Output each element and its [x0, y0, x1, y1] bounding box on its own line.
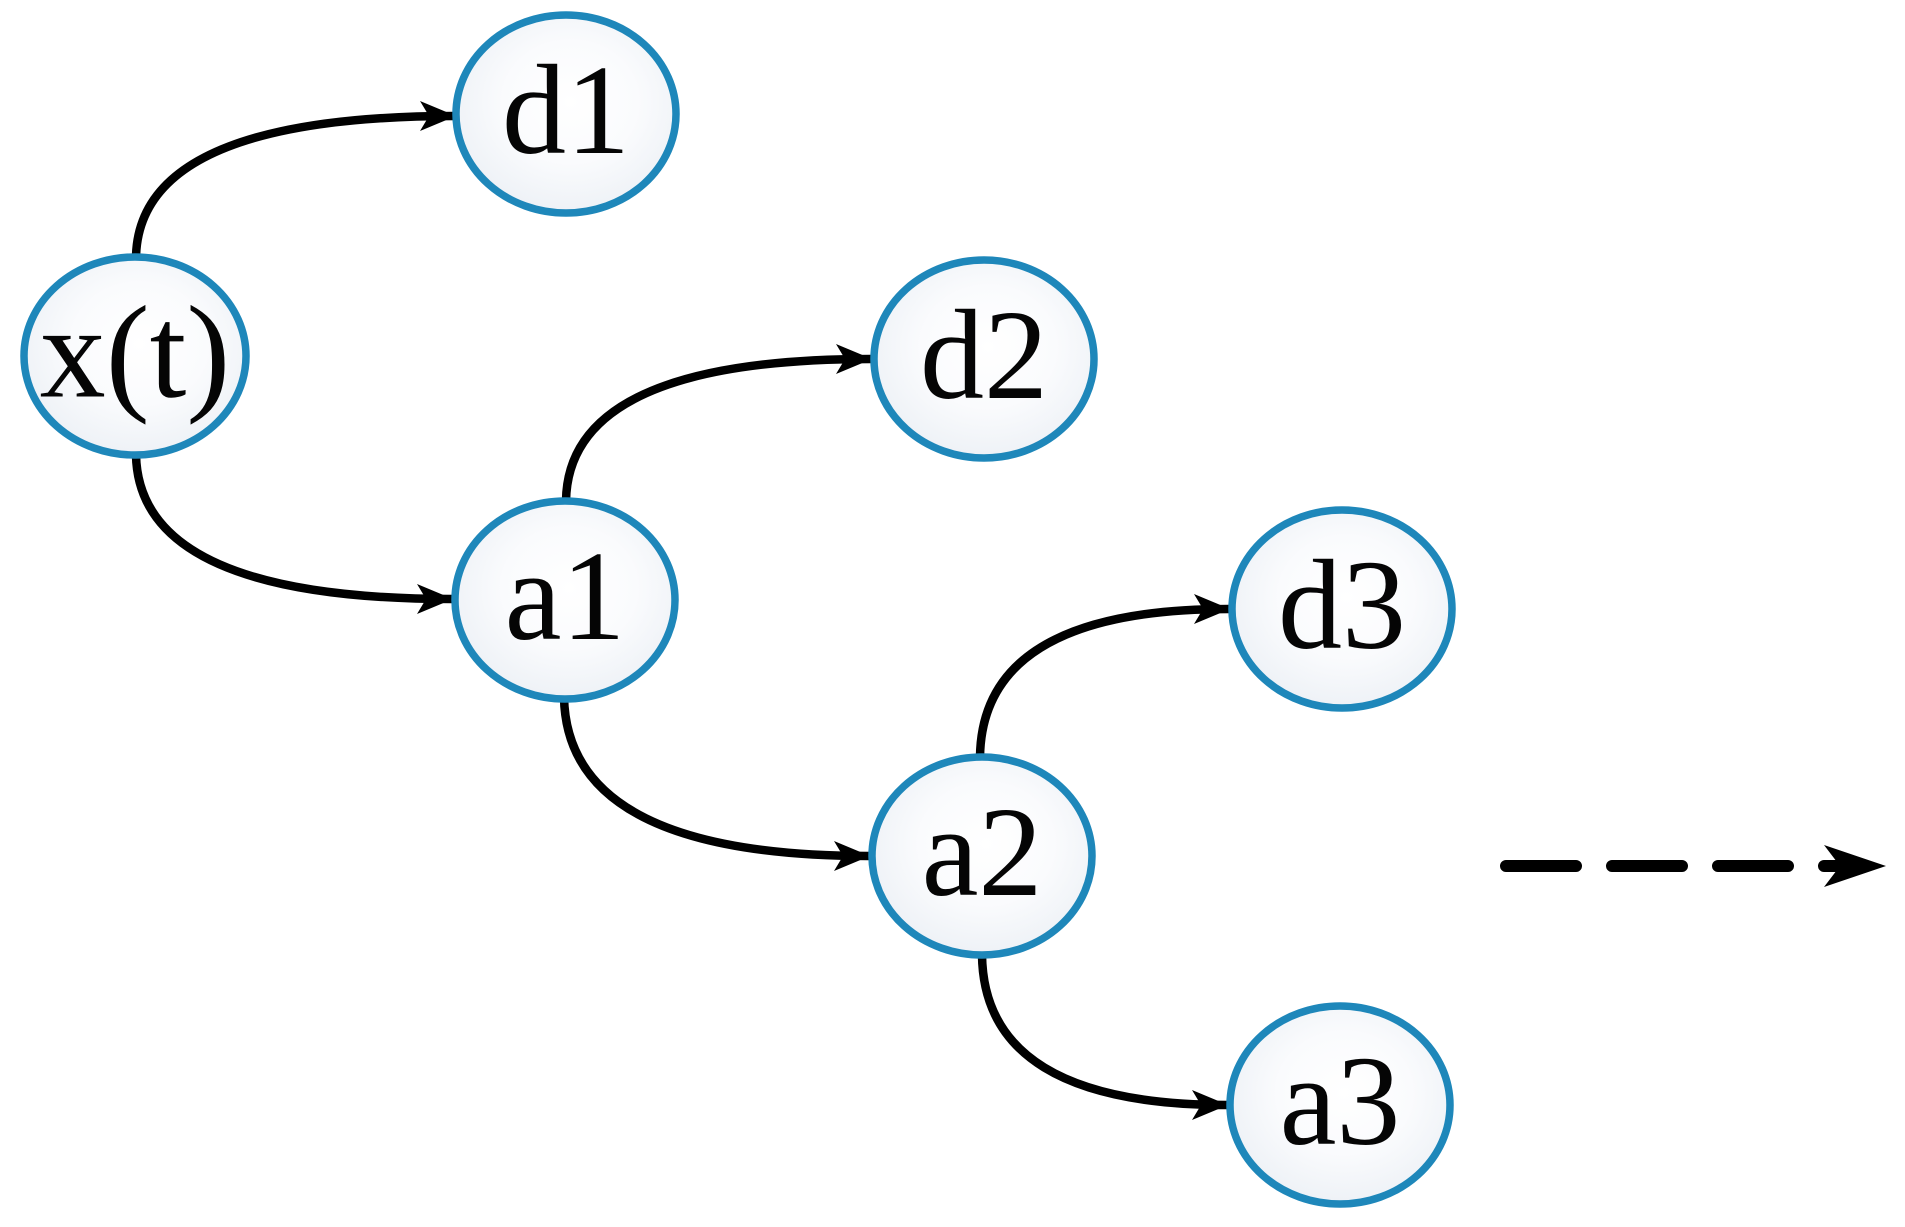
edge-xt-to-d1 [131, 101, 456, 258]
node-a3-label: a3 [1280, 1030, 1401, 1172]
node-a1-label: a1 [505, 525, 626, 667]
node-d2-circle [870, 256, 1098, 462]
node-a1: a1 [451, 497, 679, 703]
node-xt: x(t) [20, 253, 250, 459]
node-a2-circle [868, 753, 1096, 959]
edge-xt-to-a1 [131, 454, 453, 614]
node-d2-label: d2 [920, 284, 1048, 426]
node-d3-label: d3 [1278, 534, 1406, 676]
node-a2: a2 [868, 753, 1096, 959]
node-d1-label: d1 [502, 39, 630, 181]
edge-a2-to-d3 [975, 594, 1230, 758]
node-d1: d1 [452, 11, 680, 217]
edge-a1-to-a2 [559, 696, 870, 871]
node-a2-label: a2 [922, 781, 1043, 923]
node-xt-circle [20, 253, 250, 459]
node-xt-label: x(t) [40, 279, 231, 426]
node-a1-circle [451, 497, 679, 703]
node-d3: d3 [1228, 506, 1456, 712]
continuation-arrow [1500, 845, 1886, 887]
edge-a2-to-a3 [977, 954, 1228, 1120]
node-a3: a3 [1226, 1002, 1454, 1208]
node-d1-circle [452, 11, 680, 217]
node-d3-circle [1228, 506, 1456, 712]
dashed-arrowhead-icon [1824, 845, 1886, 887]
node-d2: d2 [870, 256, 1098, 462]
tree-edges [131, 101, 1230, 1120]
edge-a1-to-d2 [561, 344, 872, 502]
node-a3-circle [1226, 1002, 1454, 1208]
